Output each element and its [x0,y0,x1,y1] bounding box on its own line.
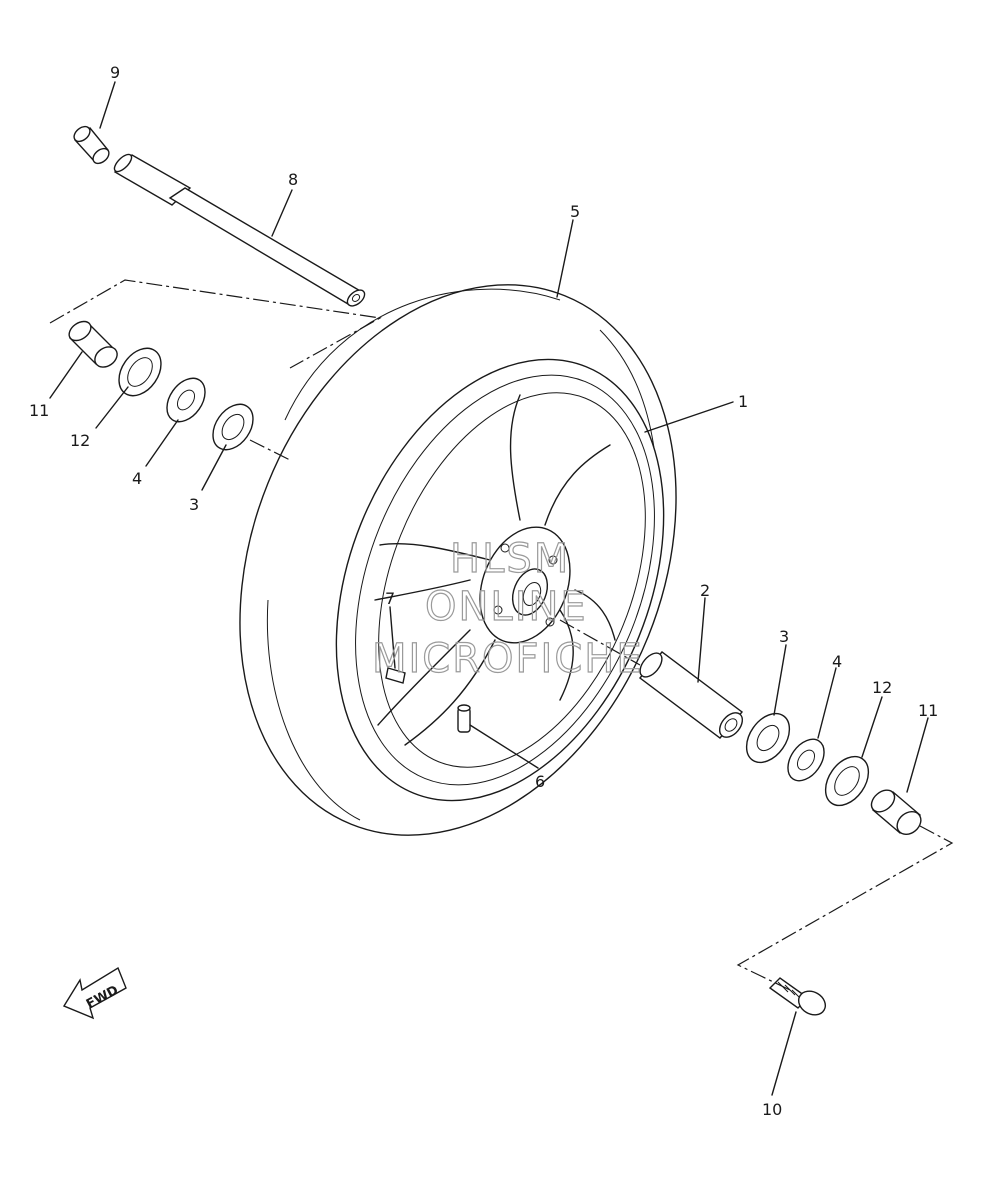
callout-12-left: 12 [70,431,90,450]
callout-5: 5 [570,202,580,221]
callout-6: 6 [535,772,545,791]
watermark: HLSM ONLINE MICROFICHE [371,535,644,682]
watermark-line-2: ONLINE [425,584,588,630]
bearing-right [745,712,791,764]
spacer-right-small [787,738,825,782]
callout-11-left: 11 [29,401,49,420]
spacer-right [638,651,744,739]
leader-lines [49,81,929,1096]
axle-cap [73,125,110,165]
assembly-lines [49,279,954,991]
front-axle [113,153,366,307]
callout-1: 1 [738,392,748,411]
callout-3-right: 3 [779,627,789,646]
oil-seal-right [824,755,870,807]
collar-right [870,789,922,836]
tire-valve [457,704,471,733]
watermark-line-1: HLSM [450,536,570,582]
watermark-line-3: MICROFICHE [372,636,644,682]
callout-2: 2 [700,581,710,600]
callout-9: 9 [110,63,120,82]
spacer-left [166,377,206,423]
bearing-left [212,403,254,451]
fwd-arrow-icon: FWD [62,966,127,1020]
callout-11-right: 11 [918,701,938,720]
wheel-hub [479,526,571,644]
callout-7: 7 [385,589,395,608]
callout-labels: 1 2 3 3 4 4 5 6 7 8 9 10 11 11 12 12 [29,63,938,1119]
collar-left [68,320,118,368]
callout-3-left: 3 [189,495,199,514]
callout-12-right: 12 [872,678,892,697]
callout-4-left: 4 [132,469,142,488]
callout-10: 10 [762,1100,782,1119]
wheel-spokes [374,394,616,746]
balance-weight [385,667,406,684]
callout-8: 8 [288,170,298,189]
callout-4-right: 4 [832,652,842,671]
oil-seal-left [118,347,162,397]
